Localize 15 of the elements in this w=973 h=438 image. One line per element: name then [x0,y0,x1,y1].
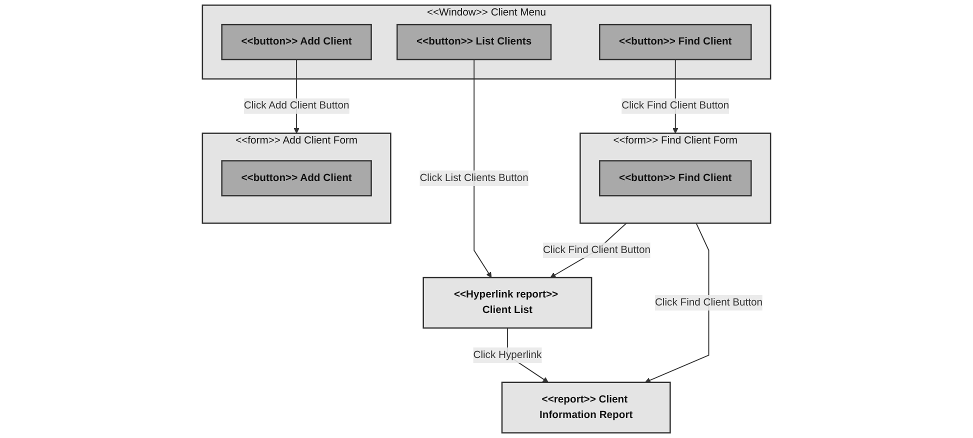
arrow [644,222,710,383]
edge-label: Click Hyperlink [473,349,542,360]
node-box: <<button>> List Clients [396,24,552,60]
node-box: <<button>> Add Client [221,24,372,60]
edge-label: Click Add Client Button [244,100,350,112]
node-box: <<Hyperlink report>> Client List [422,276,592,329]
node-box: <<report>> Client Information Report [501,382,671,434]
node-box: <<button>> Add Client [221,160,372,196]
node-box: <<button>> Find Client [598,24,752,60]
node-box: <<button>> Find Client [598,160,752,196]
edge-label: Click Find Client Button [542,244,651,256]
edge-label: Click Find Client Button [622,100,730,112]
edge-label: Click Find Client Button [654,296,763,308]
arrow [474,59,492,278]
edge-label: Click List Clients Button [420,172,528,184]
